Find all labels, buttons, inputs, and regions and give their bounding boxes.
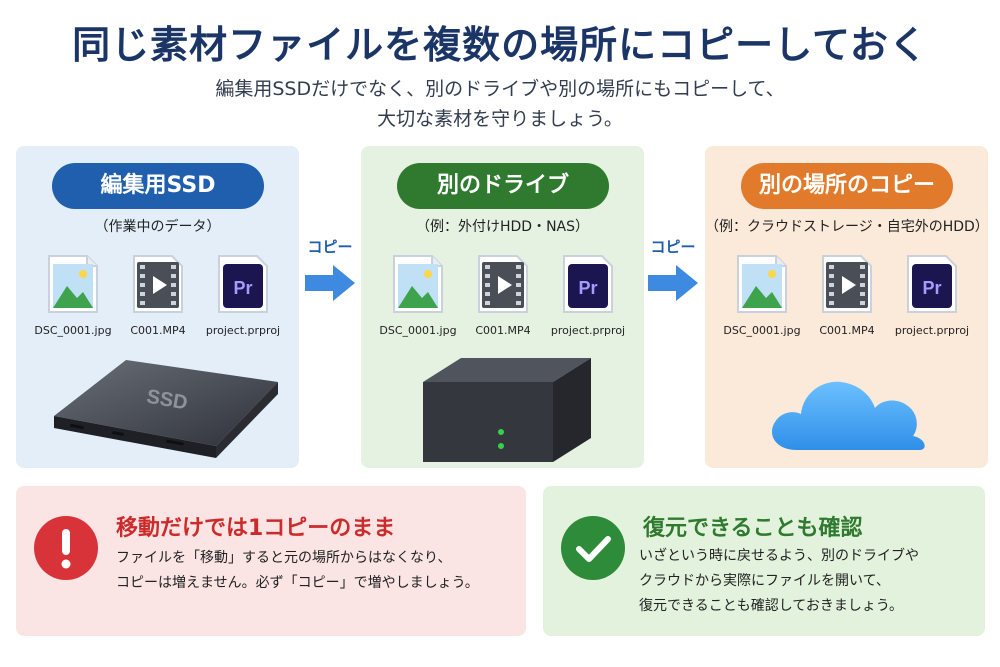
file-image: DSC_0001.jpg	[717, 254, 807, 337]
file-video: C001.MP4	[113, 254, 203, 337]
arrow-right-icon	[305, 265, 355, 301]
subtitle-line-2: 大切な素材を守りましょう。	[377, 108, 623, 130]
image-file-icon	[48, 255, 98, 313]
panel-label: 別のドライブ	[397, 163, 609, 209]
image-file-icon	[737, 255, 787, 313]
copy-label: コピー	[307, 238, 353, 256]
file-name: project.prproj	[894, 324, 970, 337]
panel-label: 別の場所のコピー	[741, 163, 953, 209]
file-name: project.prproj	[550, 324, 626, 337]
confirm-line-3: 復元できることも確認しておきましょう。	[639, 598, 904, 614]
file-list: DSC_0001.jpg C001.MP4 Pr project.prproj	[361, 254, 644, 344]
file-image: DSC_0001.jpg	[373, 254, 463, 337]
video-file-icon	[133, 255, 183, 313]
panel-note: （例：クラウドストレージ・自宅外のHDD）	[705, 219, 989, 235]
panel-note: （例：外付けHDD・NAS）	[415, 219, 590, 235]
cloud-icon	[771, 381, 925, 450]
file-name: project.prproj	[205, 324, 281, 337]
arrow-right-icon	[648, 265, 698, 301]
premiere-badge: Pr	[233, 278, 252, 298]
copy-arrow-2: コピー	[643, 236, 703, 303]
check-icon	[561, 516, 625, 580]
confirm-line-2: クラウドから実際にファイルを開いて、	[639, 573, 890, 589]
confirm-body: いざという時に戻せるよう、別のドライブや クラウドから実際にファイルを開いて、 …	[639, 544, 919, 619]
copy-arrow-1: コピー	[300, 236, 360, 303]
panel-note: （作業中のデータ）	[94, 219, 221, 235]
file-project: Pr project.prproj	[887, 254, 977, 337]
video-file-icon	[478, 255, 528, 313]
file-name: DSC_0001.jpg	[34, 324, 112, 337]
file-video: C001.MP4	[458, 254, 548, 337]
hdd-icon	[423, 358, 591, 462]
file-name: C001.MP4	[819, 324, 875, 337]
confirm-card: 復元できることも確認 いざという時に戻せるよう、別のドライブや クラウドから実際…	[543, 486, 985, 636]
premiere-badge: Pr	[578, 278, 597, 298]
subtitle-line-1: 編集用SSDだけでなく、別のドライブや別の場所にもコピーして、	[215, 78, 785, 100]
premiere-badge: Pr	[922, 278, 941, 298]
file-name: C001.MP4	[475, 324, 531, 337]
image-file-icon	[393, 255, 443, 313]
panel-editing-ssd: 編集用SSD （作業中のデータ） DSC_0001.jpg C001.MP4	[16, 146, 299, 468]
warning-card: 移動だけでは1コピーのまま ファイルを「移動」すると元の場所からはなくなり、 コ…	[16, 486, 526, 636]
video-file-icon	[822, 255, 872, 313]
copy-label: コピー	[650, 238, 696, 256]
file-video: C001.MP4	[802, 254, 892, 337]
ssd-icon: SSD	[54, 360, 278, 458]
file-name: DSC_0001.jpg	[723, 324, 801, 337]
premiere-file-icon: Pr	[907, 255, 957, 313]
file-list: DSC_0001.jpg C001.MP4 Pr project.prproj	[705, 254, 988, 344]
file-project: Pr project.prproj	[198, 254, 288, 337]
file-project: Pr project.prproj	[543, 254, 633, 337]
exclamation-icon	[34, 516, 98, 580]
panel-other-drive: 別のドライブ （例：外付けHDD・NAS） DSC_0001.jpg C001.…	[361, 146, 644, 468]
page-title: 同じ素材ファイルを複数の場所にコピーしておく	[72, 23, 928, 67]
premiere-file-icon: Pr	[563, 255, 613, 313]
warning-title: 移動だけでは1コピーのまま	[116, 516, 396, 541]
confirm-title: 復元できることも確認	[643, 516, 863, 541]
warning-line-2: コピーは増えません。必ず「コピー」で増やしましょう。	[116, 575, 479, 591]
file-name: DSC_0001.jpg	[379, 324, 457, 337]
confirm-line-1: いざという時に戻せるよう、別のドライブや	[639, 548, 919, 564]
file-image: DSC_0001.jpg	[28, 254, 118, 337]
premiere-file-icon: Pr	[218, 255, 268, 313]
panel-offsite-copy: 別の場所のコピー （例：クラウドストレージ・自宅外のHDD） DSC_0001.…	[705, 146, 989, 468]
panel-label: 編集用SSD	[52, 163, 264, 209]
file-list: DSC_0001.jpg C001.MP4 Pr project.prproj	[16, 254, 299, 344]
warning-body: ファイルを「移動」すると元の場所からはなくなり、 コピーは増えません。必ず「コピ…	[116, 546, 479, 596]
page-subtitle: 編集用SSDだけでなく、別のドライブや別の場所にもコピーして、 大切な素材を守り…	[0, 74, 1000, 134]
warning-line-1: ファイルを「移動」すると元の場所からはなくなり、	[116, 550, 452, 566]
file-name: C001.MP4	[130, 324, 186, 337]
